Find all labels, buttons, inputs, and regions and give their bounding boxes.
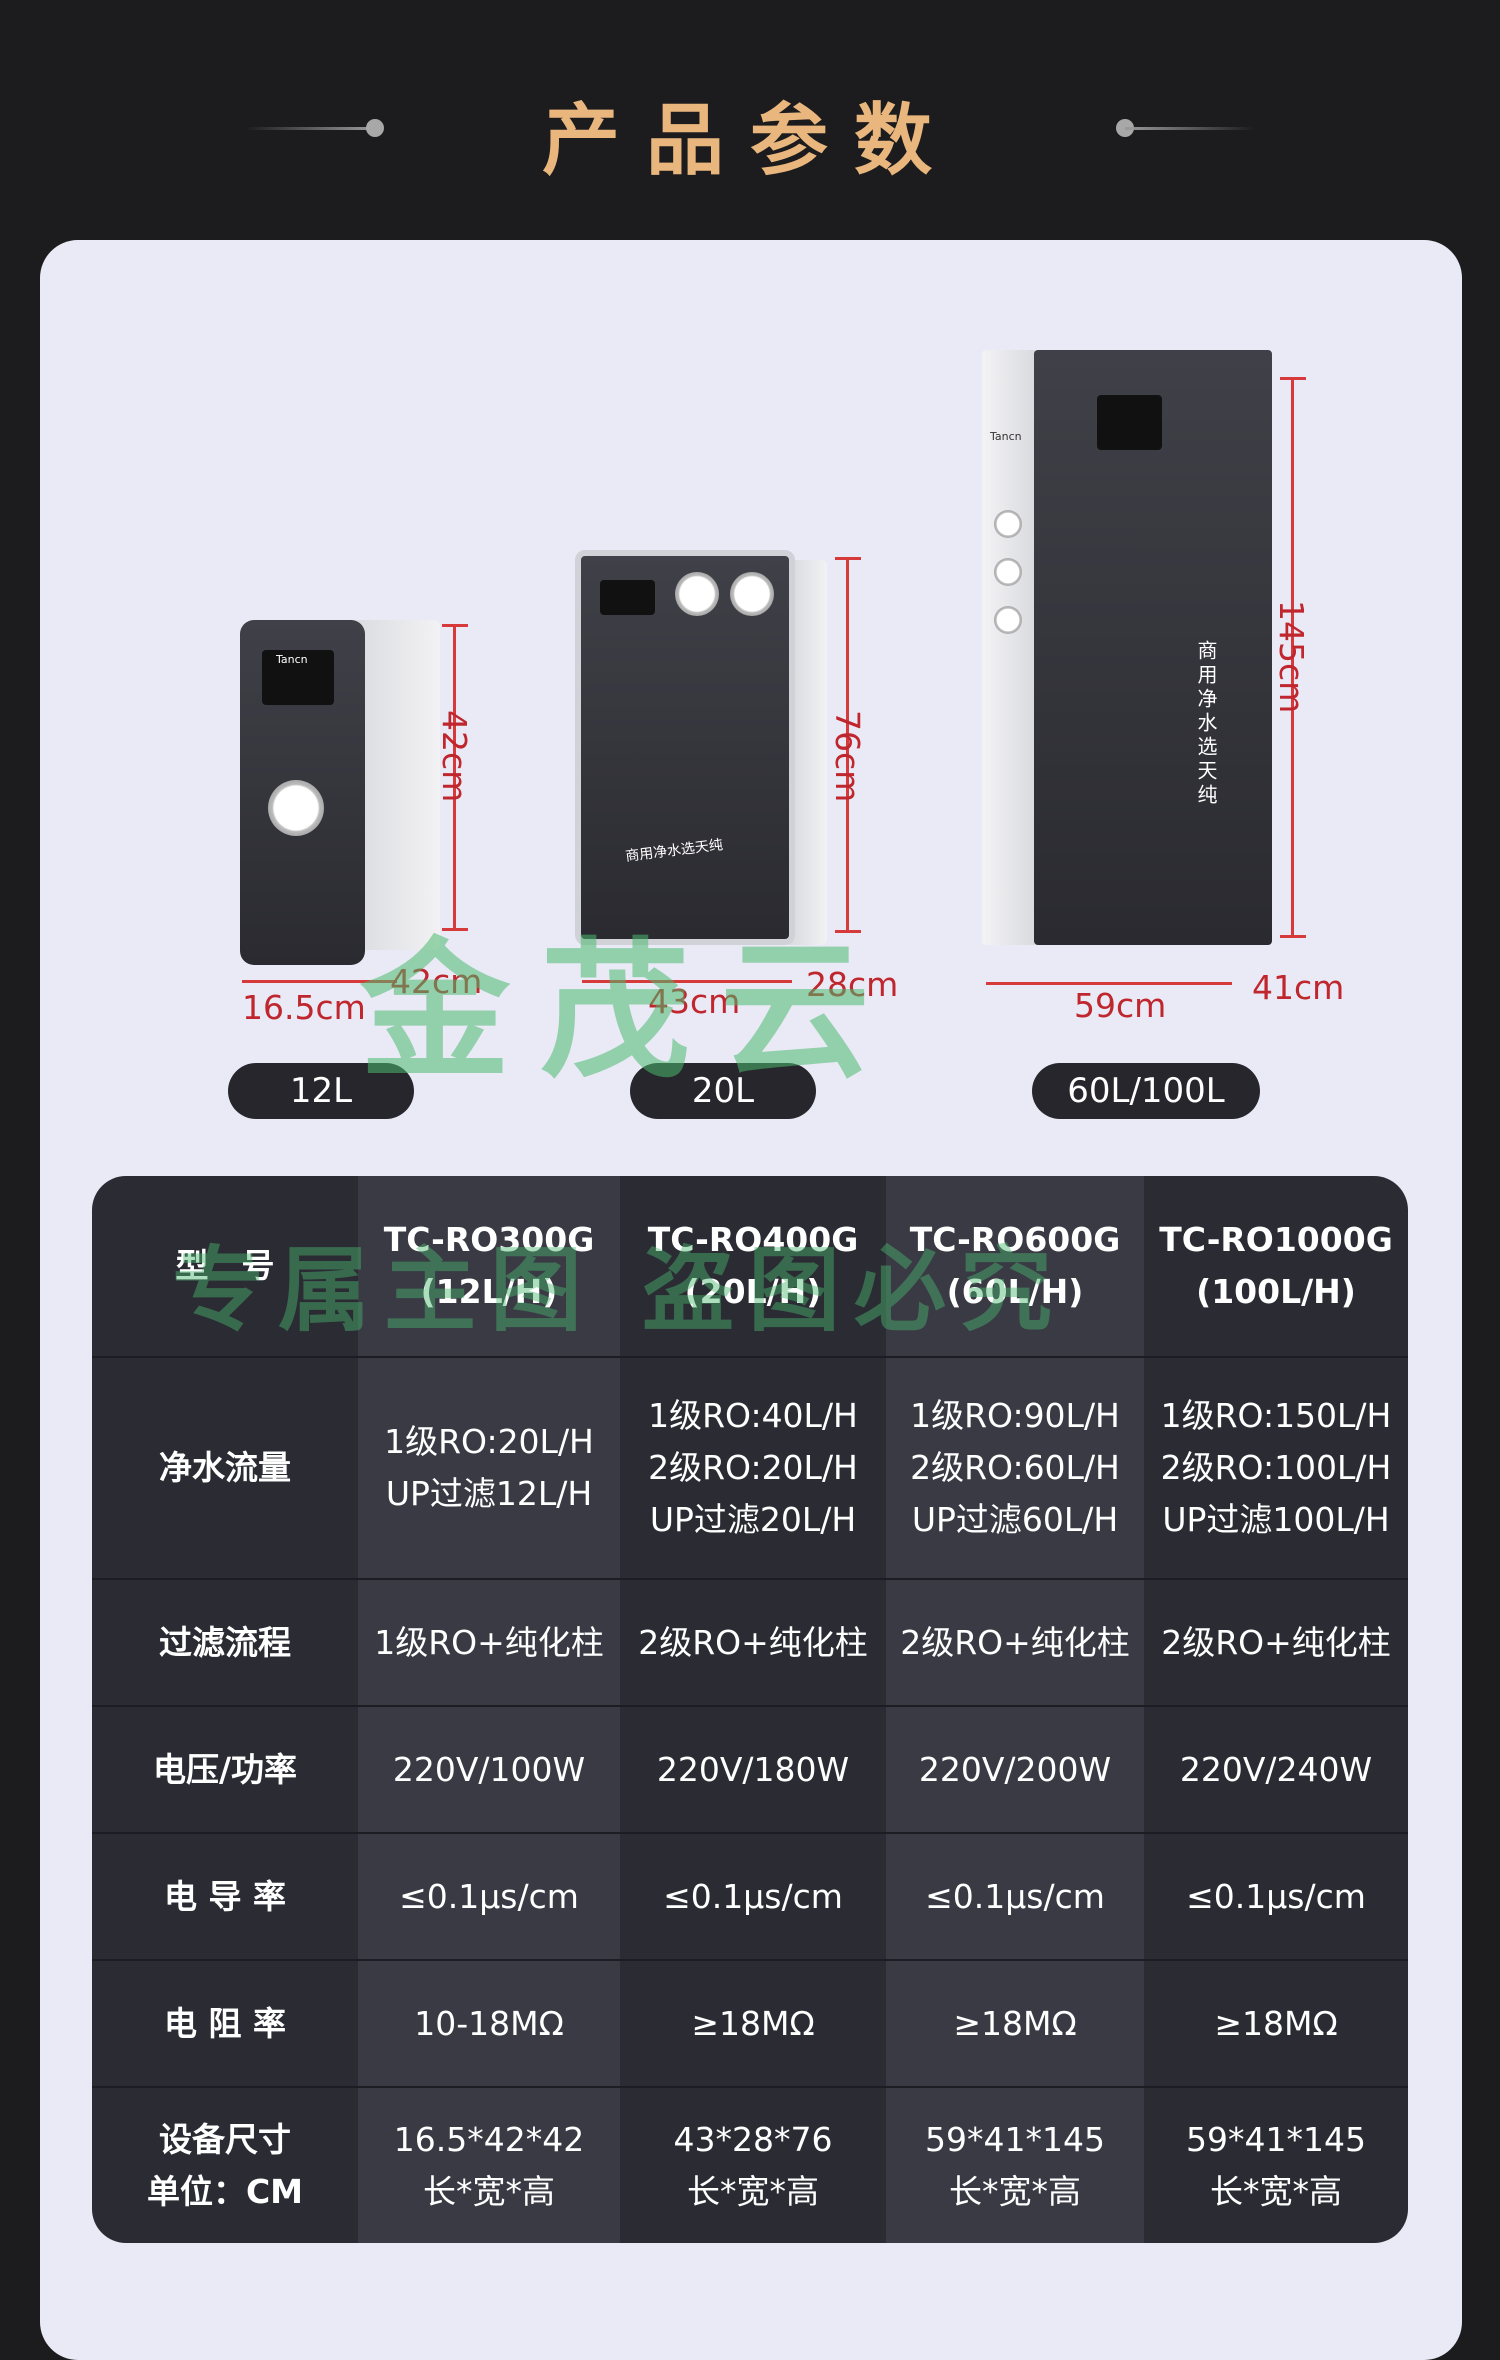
brand-label: Tancn <box>276 653 308 666</box>
dim-tick <box>442 624 468 627</box>
table-cell: ≥18MΩ <box>953 2003 1077 2043</box>
dim-width-label: 28cm <box>806 965 899 1004</box>
column-shade <box>886 1176 1144 2243</box>
dim-height-line <box>1291 378 1294 938</box>
dim-height-label: 145cm <box>1272 600 1311 714</box>
table-row: 设备尺寸 单位：CM 16.5*42*42 长*宽*高 43*28*76 长*宽… <box>92 2088 1408 2243</box>
table-row: 电 导 率 ≤0.1μs/cm ≤0.1μs/cm ≤0.1μs/cm ≤0.1… <box>92 1834 1408 1959</box>
header-label: 型 号 <box>175 1246 275 1285</box>
table-cell: 1级RO:20L/H UP过滤12L/H <box>384 1422 594 1513</box>
dim-length-line <box>986 982 1232 985</box>
dim-length-label: 43cm <box>648 982 741 1021</box>
dim-tick <box>442 928 468 931</box>
table-cell: 220V/100W <box>392 1749 586 1789</box>
dim-tick <box>1280 377 1306 380</box>
display-panel <box>262 650 334 705</box>
capacity-badge-20l: 20L <box>630 1063 816 1119</box>
display-panel <box>1097 395 1162 450</box>
table-cell: 1级RO:40L/H 2级RO:20L/H UP过滤20L/H <box>648 1396 858 1539</box>
left-deco-line <box>245 127 375 130</box>
pressure-gauge-icon <box>994 510 1022 538</box>
dim-height-label: 42cm <box>435 710 474 803</box>
table-cell: 1级RO+纯化柱 <box>374 1622 604 1662</box>
pressure-gauge-icon <box>994 558 1022 586</box>
side-text: 商用净水选天纯 <box>1194 640 1218 808</box>
table-cell: ≤0.1μs/cm <box>1186 1876 1366 1916</box>
table-row: 电压/功率 220V/100W 220V/180W 220V/200W 220V… <box>92 1707 1408 1832</box>
machine-12l: Tancn <box>240 620 440 965</box>
dim-height-label: 76cm <box>828 710 867 803</box>
row-divider <box>92 1356 1408 1358</box>
row-label: 电压/功率 <box>152 1749 298 1789</box>
table-cell: 16.5*42*42 长*宽*高 <box>393 2119 585 2211</box>
dim-tick <box>835 557 861 560</box>
header-model: TC-RO600G (60L/H) <box>909 1220 1121 1311</box>
pressure-gauge-icon <box>268 780 324 836</box>
table-row: 电 阻 率 10-18MΩ ≥18MΩ ≥18MΩ ≥18MΩ <box>92 1961 1408 2086</box>
dim-length-label: 59cm <box>1074 986 1167 1025</box>
table-cell: ≥18MΩ <box>1214 2003 1338 2043</box>
table-cell: 1级RO:90L/H 2级RO:60L/H UP过滤60L/H <box>910 1396 1120 1539</box>
right-deco-line <box>1125 127 1255 130</box>
dim-width-label: 42cm <box>390 962 483 1001</box>
row-divider <box>92 1959 1408 1961</box>
dim-length-line <box>582 980 792 983</box>
table-cell: 59*41*145 长*宽*高 <box>925 2119 1105 2211</box>
row-label: 过滤流程 <box>159 1622 291 1662</box>
table-cell: 2级RO+纯化柱 <box>900 1622 1130 1662</box>
display-panel <box>600 580 655 615</box>
table-cell: 220V/200W <box>918 1749 1112 1789</box>
row-divider <box>92 1705 1408 1707</box>
machine-20l: 商用净水选天纯 <box>575 550 827 950</box>
capacity-badge-12l: 12L <box>228 1063 414 1119</box>
table-cell: 2级RO+纯化柱 <box>638 1622 868 1662</box>
machine-60l: Tancn 商用净水选天纯 <box>982 350 1272 955</box>
capacity-badge-60l-100l: 60L/100L <box>1032 1063 1260 1119</box>
table-row: 净水流量 1级RO:20L/H UP过滤12L/H 1级RO:40L/H 2级R… <box>92 1358 1408 1578</box>
dim-length-label: 16.5cm <box>242 988 366 1027</box>
pressure-gauge-icon <box>994 606 1022 634</box>
machine-side <box>982 350 1038 945</box>
dim-height-line <box>846 558 849 933</box>
machine-front <box>575 550 795 945</box>
table-cell: 2级RO+纯化柱 <box>1161 1622 1391 1662</box>
dim-height-line <box>453 625 456 930</box>
table-cell: 1级RO:150L/H 2级RO:100L/H UP过滤100L/H <box>1160 1396 1392 1539</box>
table-cell: ≤0.1μs/cm <box>399 1876 579 1916</box>
dim-tick <box>835 930 861 933</box>
row-label: 净水流量 <box>159 1448 291 1487</box>
table-cell: 220V/180W <box>656 1749 850 1789</box>
table-row: 过滤流程 1级RO+纯化柱 2级RO+纯化柱 2级RO+纯化柱 2级RO+纯化柱 <box>92 1580 1408 1705</box>
header: 产品参数 <box>0 0 1500 240</box>
table-cell: ≥18MΩ <box>691 2003 815 2043</box>
row-divider <box>92 2086 1408 2088</box>
row-divider <box>92 1832 1408 1834</box>
row-label: 电 阻 率 <box>164 2003 286 2043</box>
column-shade <box>358 1176 620 2243</box>
left-deco-dot <box>366 119 384 137</box>
pressure-gauge-icon <box>730 572 774 616</box>
table-cell: 10-18MΩ <box>414 2003 564 2043</box>
table-cell: ≤0.1μs/cm <box>925 1876 1105 1916</box>
header-model: TC-RO400G (20L/H) <box>647 1220 859 1311</box>
spec-table: 型 号 TC-RO300G (12L/H) TC-RO400G (20L/H) … <box>92 1176 1408 2243</box>
row-label: 电 导 率 <box>164 1876 286 1916</box>
table-cell: 220V/240W <box>1179 1749 1373 1789</box>
table-cell: ≤0.1μs/cm <box>663 1876 843 1916</box>
header-model: TC-RO300G (12L/H) <box>383 1220 595 1311</box>
table-header-row: 型 号 TC-RO300G (12L/H) TC-RO400G (20L/H) … <box>92 1176 1408 1356</box>
dim-length-line <box>242 980 397 983</box>
dim-tick <box>1280 935 1306 938</box>
brand-label: Tancn <box>990 430 1022 443</box>
table-cell: 59*41*145 长*宽*高 <box>1186 2119 1366 2211</box>
row-divider <box>92 1578 1408 1580</box>
page-title: 产品参数 <box>541 96 958 186</box>
dim-width-label: 41cm <box>1252 968 1345 1007</box>
table-cell: 43*28*76 长*宽*高 <box>673 2119 833 2211</box>
row-label: 设备尺寸 单位：CM <box>146 2119 304 2211</box>
header-model: TC-RO1000G (100L/H) <box>1159 1220 1393 1311</box>
pressure-gauge-icon <box>675 572 719 616</box>
